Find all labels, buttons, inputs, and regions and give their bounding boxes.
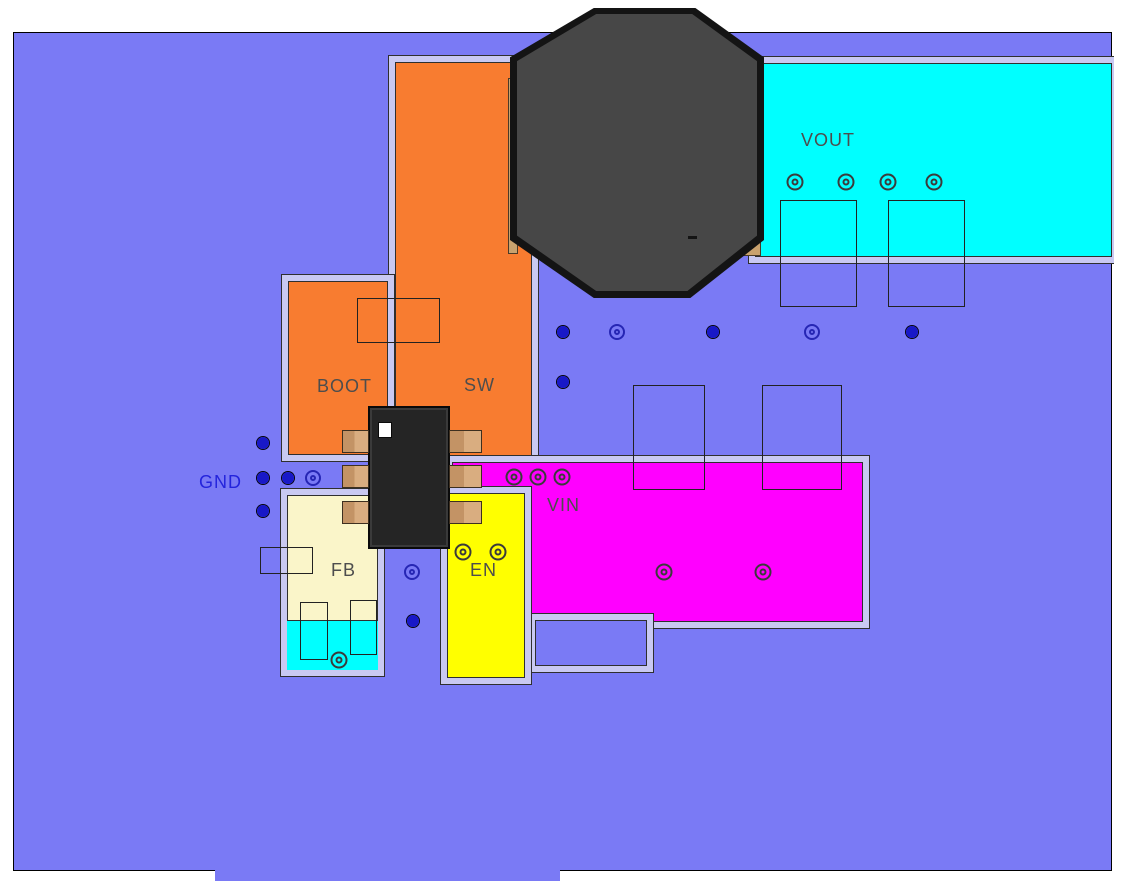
via-blue-filled-5 (557, 326, 569, 338)
ic-pin-1 (342, 430, 369, 453)
via-dark-outline-7 (553, 468, 571, 486)
via-blue-filled-6 (557, 376, 569, 388)
via-blue-outline-1 (305, 470, 321, 486)
ic-pin-6 (449, 430, 482, 453)
via-dark-outline-6 (529, 468, 547, 486)
capacitor-vout-cap-2 (888, 200, 965, 307)
copper-region-vout (755, 63, 1112, 257)
via-blue-filled-1 (257, 437, 269, 449)
via-blue-filled-3 (282, 472, 294, 484)
ic-pin-5 (449, 465, 482, 488)
ic-pin1-dot (378, 422, 392, 438)
net-label-vin: VIN (547, 495, 581, 515)
via-blue-filled-2 (257, 472, 269, 484)
net-label-gnd: GND (199, 472, 242, 492)
ic-pin-4 (449, 501, 482, 524)
via-dark-outline-2 (837, 173, 855, 191)
capacitor-boot-cap (357, 298, 440, 343)
via-blue-filled-4 (257, 505, 269, 517)
via-dark-outline-3 (879, 173, 897, 191)
via-blue-filled-8 (906, 326, 918, 338)
via-blue-outline-4 (404, 564, 420, 580)
net-label-en: EN (470, 560, 498, 580)
resistor-fb-res-2 (350, 600, 377, 655)
ic-pin-2 (342, 465, 369, 488)
net-label-fb: FB (331, 560, 357, 580)
via-blue-filled-7 (707, 326, 719, 338)
capacitor-vin-cap-2 (762, 385, 842, 490)
via-dark-outline-1 (786, 173, 804, 191)
via-blue-outline-2 (609, 324, 625, 340)
via-dark-outline-8 (655, 563, 673, 581)
via-dark-outline-9 (754, 563, 772, 581)
inductor-body (517, 14, 757, 291)
via-dark-outline-5 (505, 468, 523, 486)
via-blue-filled-9 (407, 615, 419, 627)
via-dark-outline-12 (330, 651, 348, 669)
capacitor-fb-cap (300, 602, 328, 660)
board-right-edge-mask (1114, 0, 1122, 881)
capacitor-vout-cap-1 (780, 200, 857, 307)
resistor-fb-res-1 (260, 547, 313, 574)
ic-pin-3 (342, 501, 369, 524)
pcb-board-bottom-extension (215, 870, 560, 881)
net-label-boot: BOOT (317, 376, 373, 396)
via-blue-outline-3 (804, 324, 820, 340)
via-dark-outline-4 (925, 173, 943, 191)
capacitor-vin-cap-1 (633, 385, 705, 490)
net-label-sw: SW (464, 375, 495, 395)
net-label-vout: VOUT (801, 130, 856, 150)
copper-region-vin-notch (535, 620, 647, 666)
via-dark-outline-11 (489, 543, 507, 561)
via-dark-outline-10 (454, 543, 472, 561)
inductor-polarity-tick (688, 236, 697, 239)
